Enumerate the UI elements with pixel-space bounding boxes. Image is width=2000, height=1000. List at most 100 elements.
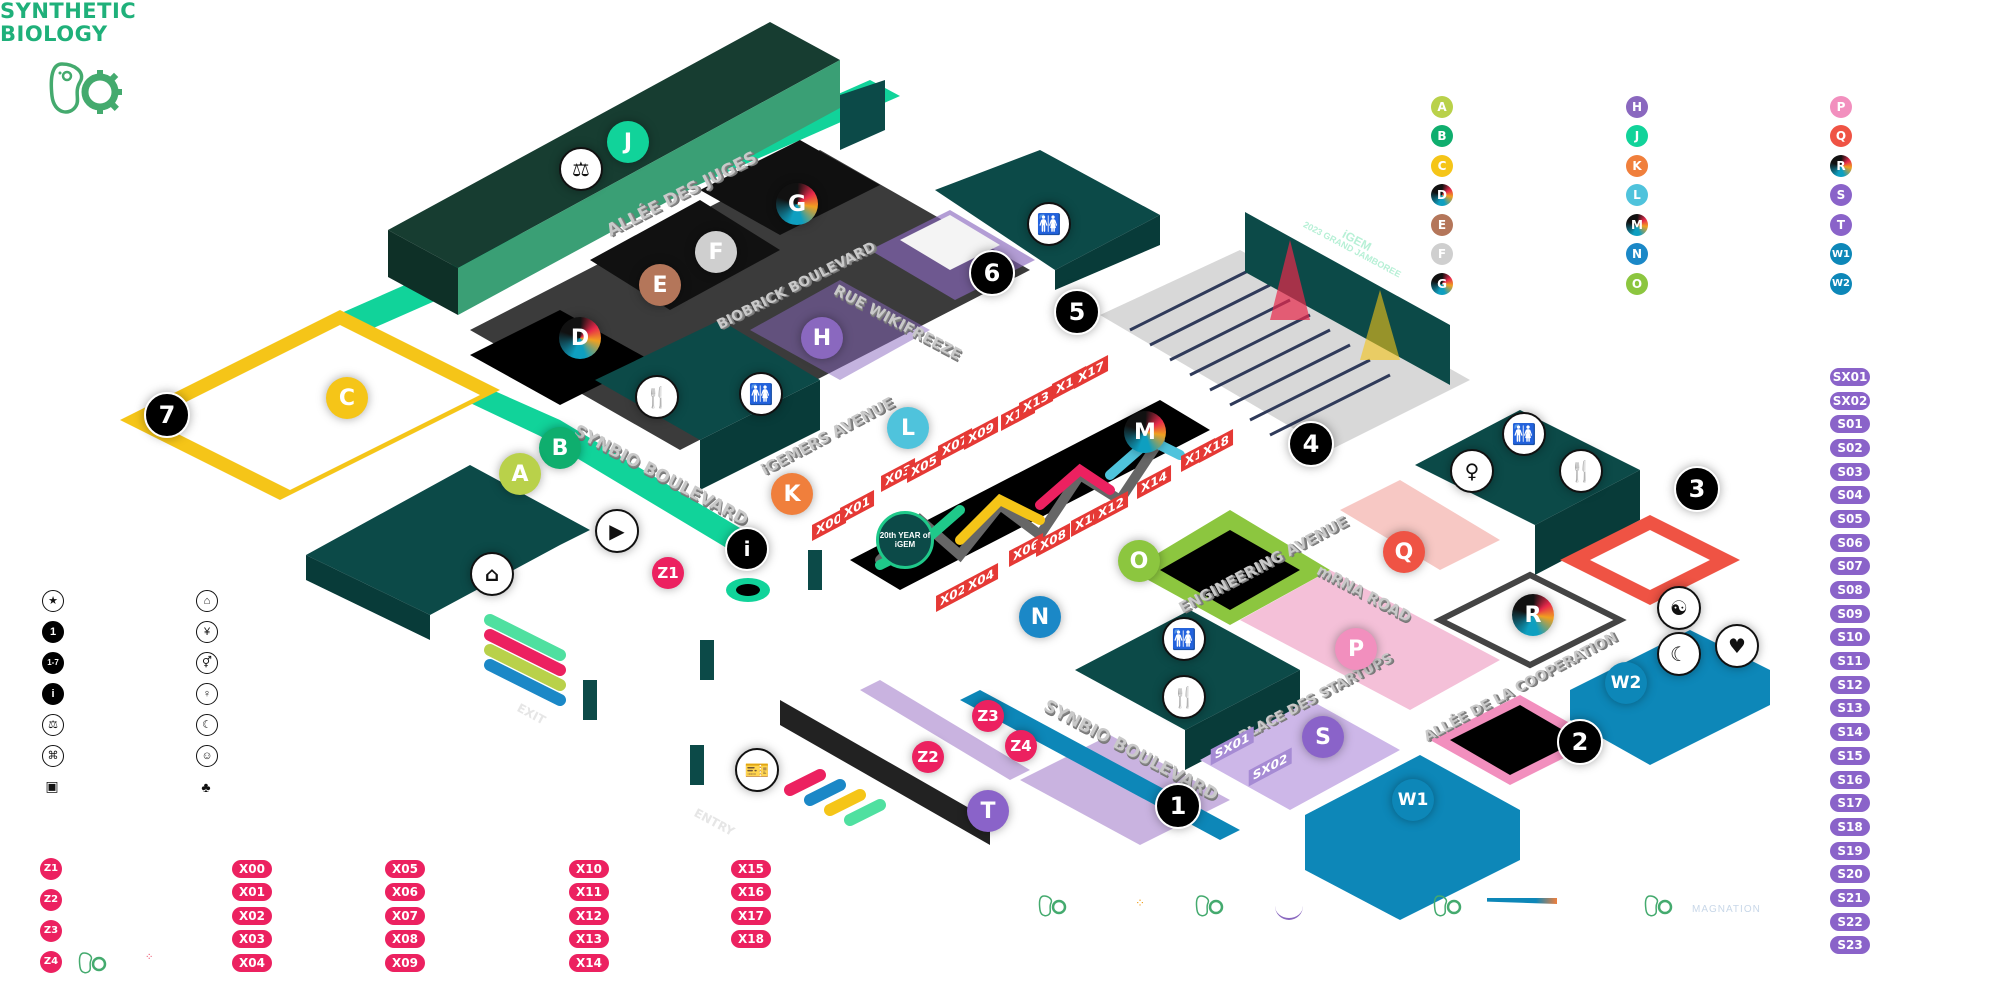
restroom-icon[interactable]: 🚻 bbox=[739, 372, 783, 416]
media-tv-icon[interactable]: ▶ bbox=[595, 509, 639, 553]
legend-tag-item: X04 bbox=[232, 951, 272, 975]
stage-label: 4 bbox=[1302, 430, 1320, 458]
zone-marker-d[interactable]: D bbox=[559, 317, 601, 359]
tag-s11: S11 bbox=[1830, 652, 1870, 671]
tag-s14: S14 bbox=[1830, 723, 1870, 742]
zone-badge-d: D bbox=[1431, 184, 1453, 207]
restroom-icon[interactable]: 🚻 bbox=[1027, 202, 1071, 246]
spot-marker-z4[interactable]: Z4 bbox=[1005, 730, 1037, 762]
zone-marker-n[interactable]: N bbox=[1019, 596, 1061, 638]
zone-badge-m: M bbox=[1626, 213, 1648, 236]
zone-badge-w2: W2 bbox=[1830, 272, 1852, 295]
legend-tag-item: S20 bbox=[1830, 862, 1870, 886]
judges-gavel-icon[interactable]: ⚖ bbox=[559, 147, 603, 191]
zone-marker-f[interactable]: F bbox=[695, 231, 737, 273]
restaurant-icon[interactable]: 🍴 bbox=[1162, 675, 1206, 719]
zone-badge-r: R bbox=[1830, 154, 1852, 177]
zone-marker-a[interactable]: A bbox=[499, 453, 541, 495]
legend-tag-item: S10 bbox=[1830, 626, 1870, 650]
zone-marker-o[interactable]: O bbox=[1118, 540, 1160, 582]
quiet-room-icon[interactable]: ☾ bbox=[1657, 632, 1701, 676]
zone-label: P bbox=[1347, 636, 1365, 662]
zone-label: H bbox=[812, 325, 832, 351]
zone-label: E bbox=[652, 272, 668, 298]
judge-rooms-front bbox=[458, 60, 840, 315]
spot-marker-z1[interactable]: Z1 bbox=[652, 557, 684, 589]
zone-badge-t: T bbox=[1830, 213, 1852, 236]
tag-s17: S17 bbox=[1830, 794, 1870, 813]
zone-marker-b[interactable]: B bbox=[539, 427, 581, 469]
spot-marker-z2[interactable]: Z2 bbox=[912, 741, 944, 773]
legend-tag-item: S11 bbox=[1830, 649, 1870, 673]
legend-zone-item: T bbox=[1830, 210, 1852, 240]
tag-s23: S23 bbox=[1830, 936, 1870, 955]
tag-s16: S16 bbox=[1830, 770, 1870, 789]
zone-marker-m[interactable]: M bbox=[1124, 411, 1166, 453]
stage-marker-6[interactable]: 6 bbox=[969, 250, 1015, 296]
restroom-icon[interactable]: 🚻 bbox=[1502, 412, 1546, 456]
icon-glyph: 🚻 bbox=[1036, 212, 1062, 236]
tag-x16: X16 bbox=[731, 883, 771, 902]
legend-zone-item: E bbox=[1431, 210, 1453, 240]
legend-tag-item: X08 bbox=[385, 928, 425, 952]
tag-s10: S10 bbox=[1830, 628, 1870, 647]
z-badge-z4: Z4 bbox=[40, 950, 62, 973]
icon-glyph: ⌂ bbox=[484, 562, 500, 586]
prayer-room-icon[interactable]: ♀ bbox=[1450, 449, 1494, 493]
legend-zone-item: M bbox=[1626, 210, 1648, 240]
zone-marker-t[interactable]: T bbox=[967, 790, 1009, 832]
zone-badge-e: E bbox=[1431, 213, 1453, 236]
stage-marker-4[interactable]: 4 bbox=[1288, 421, 1334, 467]
zone-marker-l[interactable]: L bbox=[887, 407, 929, 449]
zone-marker-j[interactable]: J bbox=[607, 121, 649, 163]
zone-marker-r[interactable]: R bbox=[1512, 594, 1554, 636]
zone-marker-w1[interactable]: W1 bbox=[1392, 779, 1434, 821]
ticket-icon[interactable]: 🎫 bbox=[735, 748, 779, 792]
zone-marker-q[interactable]: Q bbox=[1383, 531, 1425, 573]
zone-badge-o: O bbox=[1626, 272, 1648, 295]
restroom-icon: ⚥ bbox=[196, 651, 218, 674]
judge-rooms-side bbox=[388, 230, 458, 315]
restaurant-icon[interactable]: 🍴 bbox=[635, 375, 679, 419]
zone-marker-g[interactable]: G bbox=[776, 183, 818, 225]
sponsor-dots-1: ⁘ bbox=[145, 952, 154, 963]
legend-zone-item: J bbox=[1626, 122, 1648, 152]
tag-s05: S05 bbox=[1830, 509, 1870, 528]
zone-marker-e[interactable]: E bbox=[639, 264, 681, 306]
zone-marker-k[interactable]: K bbox=[771, 473, 813, 515]
stage-marker-1[interactable]: 1 bbox=[1155, 783, 1201, 829]
zone-badge-l: L bbox=[1626, 184, 1648, 207]
info-icon[interactable]: i bbox=[725, 527, 769, 571]
zone-label: T bbox=[980, 798, 996, 824]
tag-x14: X14 bbox=[569, 953, 609, 972]
zone-marker-c[interactable]: C bbox=[326, 377, 368, 419]
cloakroom-icon: ⌂ bbox=[196, 589, 218, 612]
stage-marker-2[interactable]: 2 bbox=[1557, 719, 1603, 765]
tag-s19: S19 bbox=[1830, 841, 1870, 860]
spot-label: Z2 bbox=[917, 748, 939, 766]
cloakroom-icon[interactable]: ⌂ bbox=[470, 552, 514, 596]
meditation-icon[interactable]: ☯ bbox=[1657, 586, 1701, 630]
zone-marker-h[interactable]: H bbox=[801, 317, 843, 359]
restaurant-icon[interactable]: 🍴 bbox=[1559, 449, 1603, 493]
legend-tag-item: X10 bbox=[569, 857, 609, 881]
zone-marker-p[interactable]: P bbox=[1335, 628, 1377, 670]
cloakroom-building-side bbox=[306, 555, 430, 640]
restroom-icon[interactable]: 🚻 bbox=[1162, 617, 1206, 661]
stage-marker-7[interactable]: 7 bbox=[144, 392, 190, 438]
stage-marker-3[interactable]: 3 bbox=[1674, 466, 1720, 512]
nursing-room-icon[interactable]: ♥ bbox=[1715, 624, 1759, 668]
zone-marker-w2[interactable]: W2 bbox=[1605, 662, 1647, 704]
stage-range-icon: 1-7 bbox=[42, 651, 64, 674]
legend-tag-item: X13 bbox=[569, 928, 609, 952]
zone-label: J bbox=[623, 129, 633, 155]
legend-icon-item: ☾ bbox=[196, 709, 218, 740]
zone-marker-s[interactable]: S bbox=[1302, 716, 1344, 758]
icon-glyph: 🍴 bbox=[1568, 459, 1594, 483]
spot-marker-z3[interactable]: Z3 bbox=[972, 700, 1004, 732]
stage-marker-5[interactable]: 5 bbox=[1054, 289, 1100, 335]
zone-label: L bbox=[900, 415, 916, 441]
icon-glyph: 🍴 bbox=[1171, 685, 1197, 709]
